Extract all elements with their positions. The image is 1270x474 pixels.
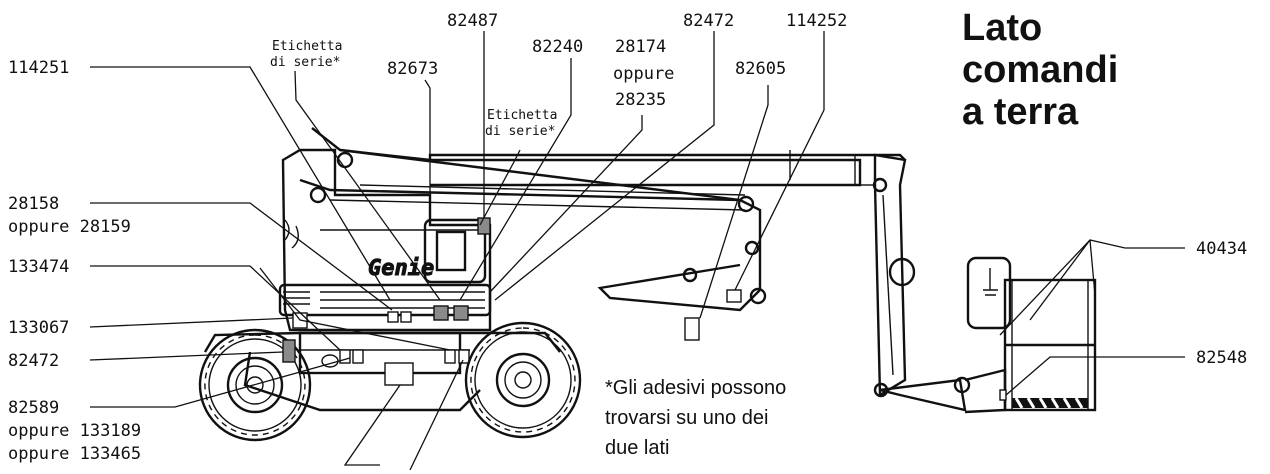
label-serial-2b: di serie* xyxy=(485,124,555,139)
label-114252: 114252 xyxy=(786,11,847,31)
label-28158-or: oppure 28159 xyxy=(8,217,131,237)
boom xyxy=(299,127,906,341)
hanging-bracket xyxy=(684,317,700,341)
decal-chassis-c xyxy=(444,349,456,364)
platform xyxy=(966,256,1097,412)
label-82240: 82240 xyxy=(532,37,583,57)
jib xyxy=(872,153,1007,414)
platform-toeboard xyxy=(1012,398,1088,408)
decal-82487-target xyxy=(433,305,449,321)
decal-82487-box xyxy=(477,217,491,235)
label-40434: 40434 xyxy=(1196,239,1247,259)
decal-chassis-center xyxy=(384,362,414,386)
label-serial-1a: Etichetta xyxy=(272,39,342,54)
label-28174: 28174 xyxy=(615,37,666,57)
note-line-2: trovarsi su uno dei xyxy=(605,407,768,429)
label-82548: 82548 xyxy=(1196,348,1247,368)
decal-82240-target xyxy=(453,305,469,321)
decal-82548-target xyxy=(999,389,1007,401)
note-line-3: due lati xyxy=(605,437,670,459)
label-28158: 28158 xyxy=(8,194,59,214)
title-line-3: a terra xyxy=(962,91,1079,133)
decal-82472-target xyxy=(282,339,296,363)
title-line-2: comandi xyxy=(962,49,1118,91)
label-28235: 28235 xyxy=(615,90,666,110)
label-133474: 133474 xyxy=(8,257,69,277)
label-82487: 82487 xyxy=(447,11,498,31)
label-82673: 82673 xyxy=(387,59,438,79)
chassis xyxy=(203,331,561,412)
callout-lines xyxy=(89,31,1185,471)
decal-chassis-a xyxy=(339,349,351,364)
label-82472-left: 82472 xyxy=(8,351,59,371)
decal-chassis-b xyxy=(352,349,364,364)
label-114251: 114251 xyxy=(8,58,69,78)
title-line-1: Lato xyxy=(962,7,1042,49)
label-serial-1b: di serie* xyxy=(270,55,340,70)
wheel-left xyxy=(198,328,312,442)
label-82589-or-2: oppure 133465 xyxy=(8,444,141,464)
ground-control-box xyxy=(423,217,491,284)
decal-chassis-d xyxy=(458,349,470,364)
label-28174-or: oppure xyxy=(613,64,674,84)
decal-28158-a xyxy=(387,311,399,323)
turntable: Genie xyxy=(278,148,492,363)
label-82472-top: 82472 xyxy=(683,11,734,31)
label-serial-2a: Etichetta xyxy=(487,108,557,123)
label-82605: 82605 xyxy=(735,59,786,79)
label-82589-or-1: oppure 133189 xyxy=(8,421,141,441)
label-82589: 82589 xyxy=(8,398,59,418)
decal-28158-b xyxy=(400,311,412,323)
label-133067: 133067 xyxy=(8,318,69,338)
note-line-1: *Gli adesivi possono xyxy=(605,377,786,399)
wheel-right xyxy=(464,321,582,439)
decal-114252-target xyxy=(726,289,742,303)
